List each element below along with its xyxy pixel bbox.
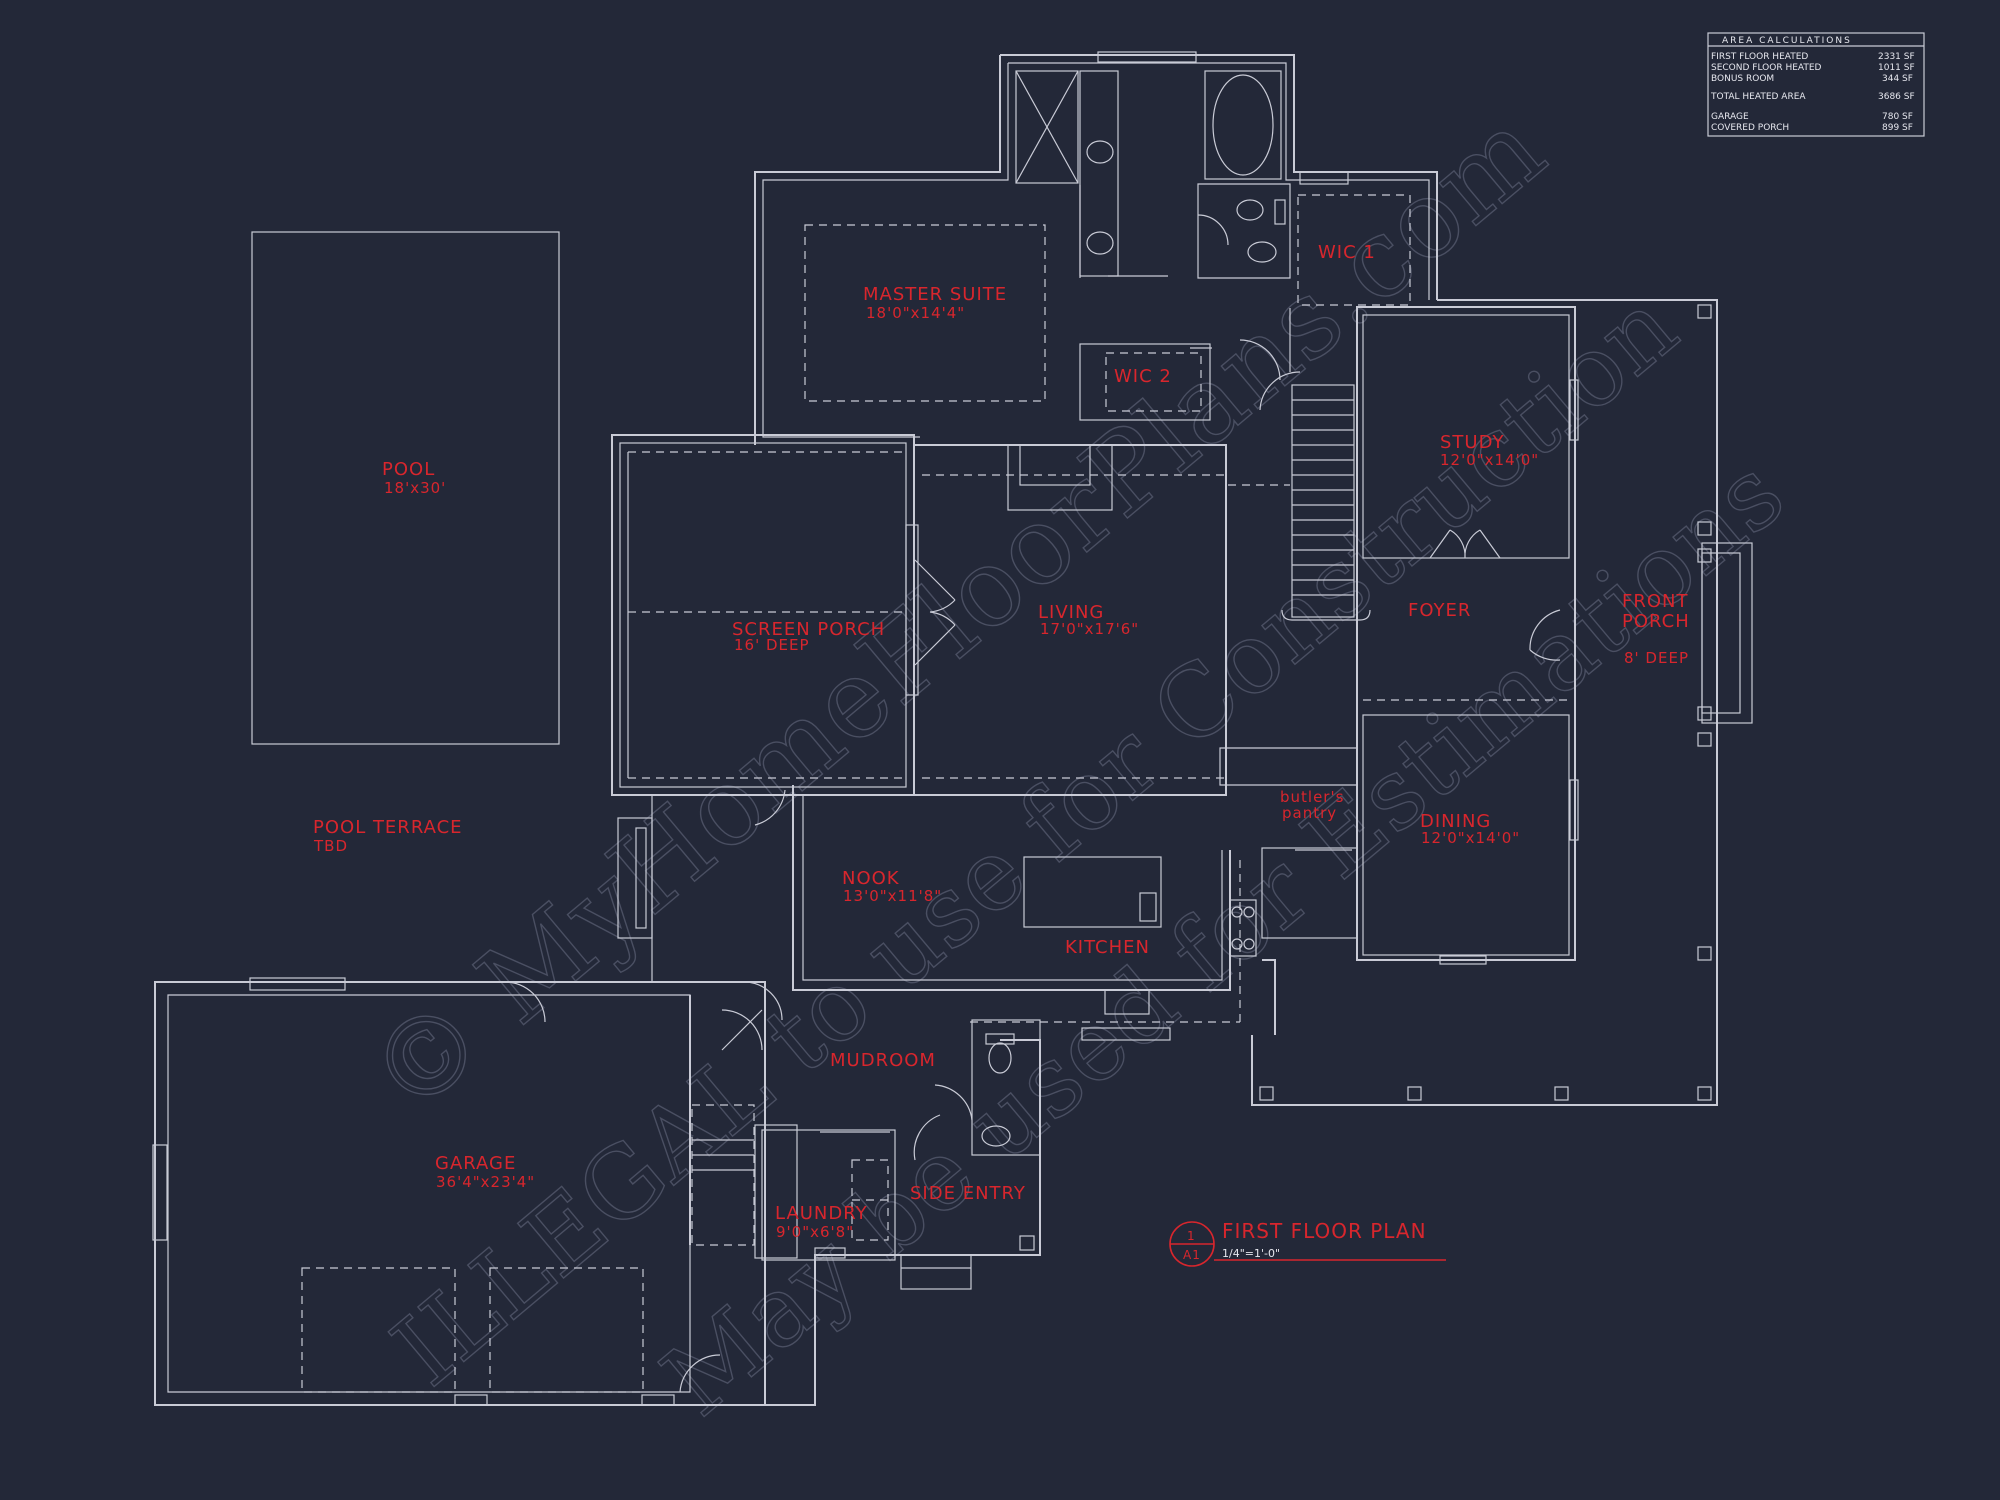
room-labels: MASTER SUITE 18'0"x14'4" WIC 1 WIC 2 STU… bbox=[313, 242, 1690, 1241]
pool-label: POOL bbox=[382, 459, 435, 480]
sink bbox=[981, 1125, 1011, 1147]
drawing-scale: 1/4"=1'-0" bbox=[1222, 1247, 1280, 1260]
powder-room bbox=[971, 1019, 1041, 1156]
butlers-pantry-walls bbox=[1261, 847, 1358, 939]
screen-porch-label: SCREEN PORCH bbox=[732, 619, 885, 640]
sink bbox=[1086, 231, 1114, 255]
butlers-pantry-label-1: butler's bbox=[1280, 788, 1344, 806]
range bbox=[1229, 899, 1257, 957]
row-label: COVERED PORCH bbox=[1711, 123, 1789, 133]
row-value: 899 SF bbox=[1882, 123, 1913, 133]
study-foyer-dining-block bbox=[1356, 306, 1576, 961]
living-label: LIVING bbox=[1038, 602, 1104, 623]
toilet bbox=[1247, 241, 1277, 263]
dining-dim: 12'0"x14'0" bbox=[1421, 829, 1520, 847]
study-walls bbox=[1362, 314, 1570, 559]
wic-1-shelving bbox=[1297, 194, 1411, 306]
side-entry-stoop bbox=[900, 1254, 972, 1290]
pool-terrace-label: POOL TERRACE bbox=[313, 817, 463, 838]
front-porch-label-2: PORCH bbox=[1622, 611, 1690, 632]
vanity bbox=[1079, 70, 1119, 277]
front-porch-label-1: FRONT bbox=[1622, 591, 1689, 612]
living-dim: 17'0"x17'6" bbox=[1040, 620, 1139, 638]
sink bbox=[1086, 140, 1114, 164]
row-label: SECOND FLOOR HEATED bbox=[1711, 63, 1822, 73]
kitchen-label: KITCHEN bbox=[1065, 937, 1150, 958]
garage-dim: 36'4"x23'4" bbox=[436, 1173, 535, 1191]
laundry-walls bbox=[761, 1129, 896, 1261]
kitchen-sink bbox=[1104, 989, 1150, 1015]
watermark: © MyHomeFloorPlans.com ILLEGAL to use fo… bbox=[346, 86, 1806, 1439]
master-suite-label: MASTER SUITE bbox=[863, 284, 1007, 305]
detail-number: 1 bbox=[1187, 1229, 1196, 1243]
garage-door-1 bbox=[301, 1267, 456, 1393]
watermark-line-3: May be used for Estimations bbox=[642, 437, 1805, 1439]
row-label: GARAGE bbox=[1711, 112, 1749, 122]
row-value: 3686 SF bbox=[1878, 92, 1915, 102]
study-dim: 12'0"x14'0" bbox=[1440, 451, 1539, 469]
kitchen-island bbox=[1023, 856, 1162, 928]
table-title: AREA CALCULATIONS bbox=[1722, 36, 1852, 46]
master-suite-outer-wall bbox=[754, 55, 1001, 445]
screen-porch-dim: 16' DEEP bbox=[734, 636, 810, 654]
wic-2-label: WIC 2 bbox=[1114, 366, 1172, 387]
row-label: FIRST FLOOR HEATED bbox=[1711, 52, 1808, 62]
row-label: TOTAL HEATED AREA bbox=[1710, 92, 1806, 102]
pool-dim: 18'x30' bbox=[384, 479, 446, 497]
row-value: 2331 SF bbox=[1878, 52, 1915, 62]
foyer-label: FOYER bbox=[1408, 600, 1471, 621]
laundry-dim: 9'0"x6'8" bbox=[776, 1223, 854, 1241]
row-label: BONUS ROOM bbox=[1711, 74, 1774, 84]
dining-walls bbox=[1362, 714, 1570, 956]
porch-columns bbox=[1259, 304, 1712, 1101]
row-value: 344 SF bbox=[1882, 74, 1913, 84]
staircase bbox=[1281, 384, 1371, 621]
area-calculations-table: AREA CALCULATIONS FIRST FLOOR HEATED 233… bbox=[1707, 32, 1925, 137]
master-suite-dim: 18'0"x14'4" bbox=[866, 304, 965, 322]
hall-closet bbox=[1219, 747, 1358, 786]
row-value: 780 SF bbox=[1882, 112, 1913, 122]
nook-label: NOOK bbox=[842, 868, 900, 889]
mudroom-label: MUDROOM bbox=[830, 1050, 936, 1071]
drawing-title-block: 1 A1 FIRST FLOOR PLAN 1/4"=1'-0" bbox=[1169, 1219, 1446, 1267]
pool-terrace-dim: TBD bbox=[313, 837, 348, 855]
study-label: STUDY bbox=[1440, 432, 1504, 453]
toilet-room bbox=[1197, 183, 1291, 279]
nook-dim: 13'0"x11'8" bbox=[843, 887, 942, 905]
garage-door-2 bbox=[489, 1267, 644, 1393]
window bbox=[1097, 51, 1197, 63]
wic-1-label: WIC 1 bbox=[1318, 242, 1376, 263]
pool-outline bbox=[251, 231, 560, 745]
drawing-title: FIRST FLOOR PLAN bbox=[1222, 1219, 1427, 1243]
bathtub bbox=[1204, 70, 1282, 180]
row-value: 1011 SF bbox=[1878, 63, 1915, 73]
toilet bbox=[988, 1042, 1012, 1074]
toilet bbox=[1236, 199, 1264, 221]
master-suite-tray-ceiling bbox=[804, 224, 1046, 402]
dining-label: DINING bbox=[1420, 811, 1491, 832]
front-porch-dim: 8' DEEP bbox=[1624, 649, 1689, 667]
laundry-label: LAUNDRY bbox=[775, 1203, 868, 1224]
garage-steps bbox=[691, 1104, 755, 1246]
butlers-pantry-label-2: pantry bbox=[1282, 804, 1337, 822]
garage-label: GARAGE bbox=[435, 1153, 516, 1174]
front-porch-outline bbox=[1251, 299, 1718, 1106]
sheet-number: A1 bbox=[1183, 1248, 1201, 1262]
shower bbox=[1015, 70, 1079, 184]
side-entry-label: SIDE ENTRY bbox=[910, 1183, 1026, 1204]
wic-2-walls bbox=[1079, 343, 1211, 421]
